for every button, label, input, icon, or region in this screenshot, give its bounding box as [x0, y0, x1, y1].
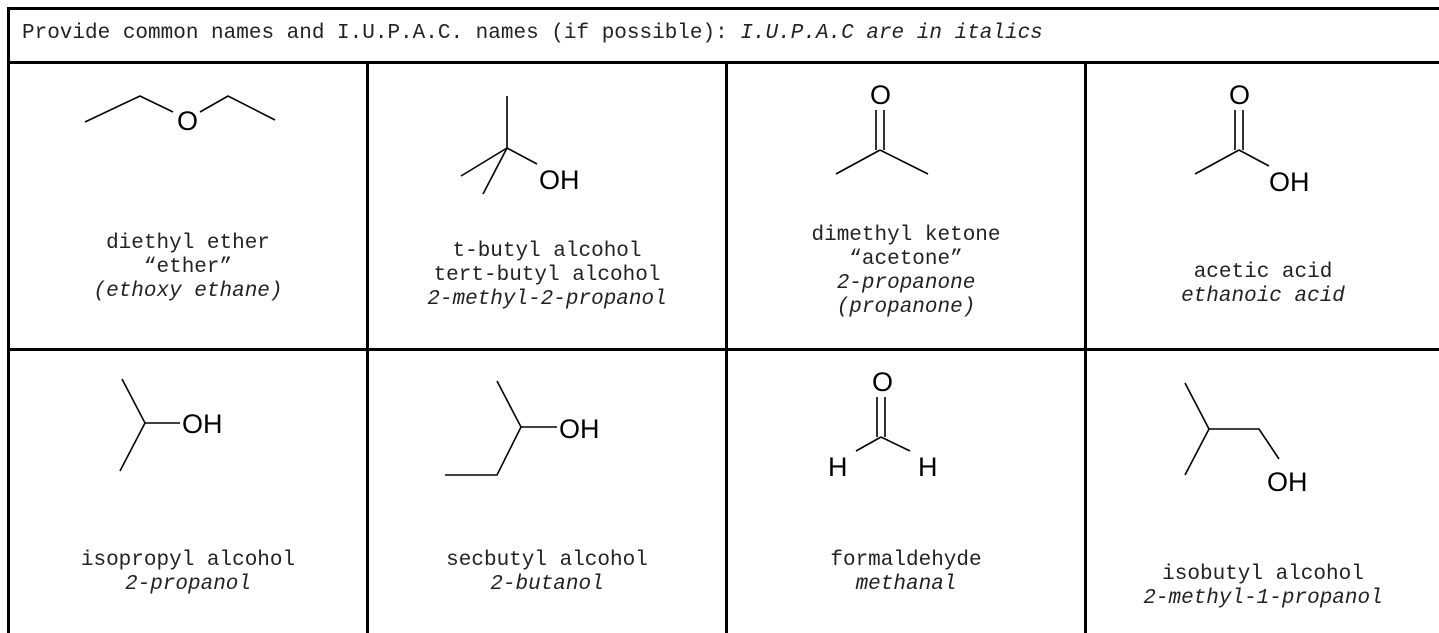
iupac-name: 2-butanol [490, 573, 604, 596]
instructions-italic-note: I.U.P.A.C are in italics [740, 22, 1043, 45]
atom-label: O [870, 80, 891, 110]
common-name-alt: tert-butyl alcohol [433, 264, 661, 287]
compound-cell-isobutyl-alcohol: OH isobutyl alcohol 2-methyl-1-propanol [1087, 351, 1439, 633]
compound-cell-acetone: O dimethyl ketone “acetone” 2-propanone … [728, 64, 1084, 348]
iupac-name: 2-propanone [836, 272, 976, 295]
common-name-alt: “acetone” [849, 248, 963, 271]
atom-label: OH [559, 414, 600, 444]
isopropyl-alcohol-structure-diagram: OH [119, 378, 223, 472]
column-divider-2 [725, 61, 728, 633]
atom-label: OH [1269, 167, 1310, 197]
tert-butyl-alcohol-structure-diagram: OH [460, 96, 580, 195]
compound-cell-sec-butyl-alcohol: OH secbutyl alcohol 2-butanol [369, 351, 725, 633]
acetone-structure-diagram: O [835, 80, 929, 175]
iupac-name: ethanoic acid [1181, 285, 1345, 308]
common-name: isobutyl alcohol [1162, 563, 1364, 586]
instructions-text: Provide common names and I.U.P.A.C. name… [22, 22, 741, 45]
atom-label: O [177, 106, 198, 136]
common-name: dimethyl ketone [811, 224, 1001, 247]
iupac-name: (ethoxy ethane) [93, 280, 283, 303]
iupac-name: 2-propanol [124, 573, 252, 596]
diethyl-ether-structure-diagram: O [84, 95, 276, 136]
atom-label: O [1229, 80, 1250, 110]
column-divider-3 [1084, 61, 1087, 633]
compound-names: t-butyl alcohol tert-butyl alcohol 2-met… [369, 240, 725, 312]
outer-border-top [7, 7, 1439, 10]
column-divider-1 [366, 61, 369, 633]
instructions-header: Provide common names and I.U.P.A.C. name… [22, 22, 1043, 45]
common-name: diethyl ether [106, 232, 270, 255]
row-divider [7, 348, 1439, 351]
iupac-name: 2-methyl-1-propanol [1143, 587, 1383, 610]
atom-label: OH [182, 409, 223, 439]
formaldehyde-structure-diagram: O H H [828, 367, 938, 482]
outer-border-left [7, 7, 10, 633]
atom-label: H [918, 452, 938, 482]
atom-label: H [828, 452, 848, 482]
isobutyl-alcohol-structure-diagram: OH [1184, 382, 1308, 497]
common-name: secbutyl alcohol [446, 549, 648, 572]
common-name: formaldehyde [830, 549, 982, 572]
compound-names: formaldehyde methanal [728, 549, 1084, 597]
iupac-name: methanal [855, 573, 957, 596]
compound-names: secbutyl alcohol 2-butanol [369, 549, 725, 597]
common-name: t-butyl alcohol [452, 240, 642, 263]
atom-label: OH [539, 165, 580, 195]
common-name: isopropyl alcohol [80, 549, 296, 572]
compound-names: diethyl ether “ether” (ethoxy ethane) [10, 232, 366, 304]
compound-names: isopropyl alcohol 2-propanol [10, 549, 366, 597]
compound-cell-tert-butyl-alcohol: OH t-butyl alcohol tert-butyl alcohol 2-… [369, 64, 725, 348]
sec-butyl-alcohol-structure-diagram: OH [445, 380, 600, 476]
atom-label: OH [1267, 467, 1308, 497]
common-name-alt: “ether” [143, 256, 233, 279]
iupac-name: 2-methyl-2-propanol [427, 288, 667, 311]
compound-cell-formaldehyde: O H H formaldehyde methanal [728, 351, 1084, 633]
compound-cell-diethyl-ether: O diethyl ether “ether” (ethoxy ethane) [10, 64, 366, 348]
common-name: acetic acid [1193, 261, 1333, 284]
compound-names: acetic acid ethanoic acid [1087, 261, 1439, 309]
compound-cell-acetic-acid: O OH acetic acid ethanoic acid [1087, 64, 1439, 348]
compound-names: isobutyl alcohol 2-methyl-1-propanol [1087, 563, 1439, 611]
atom-label: O [872, 367, 893, 397]
acetic-acid-structure-diagram: O OH [1194, 80, 1310, 197]
iupac-name-alt: (propanone) [836, 296, 976, 319]
compound-cell-isopropyl-alcohol: OH isopropyl alcohol 2-propanol [10, 351, 366, 633]
header-divider [7, 61, 1439, 64]
compound-names: dimethyl ketone “acetone” 2-propanone (p… [728, 224, 1084, 320]
